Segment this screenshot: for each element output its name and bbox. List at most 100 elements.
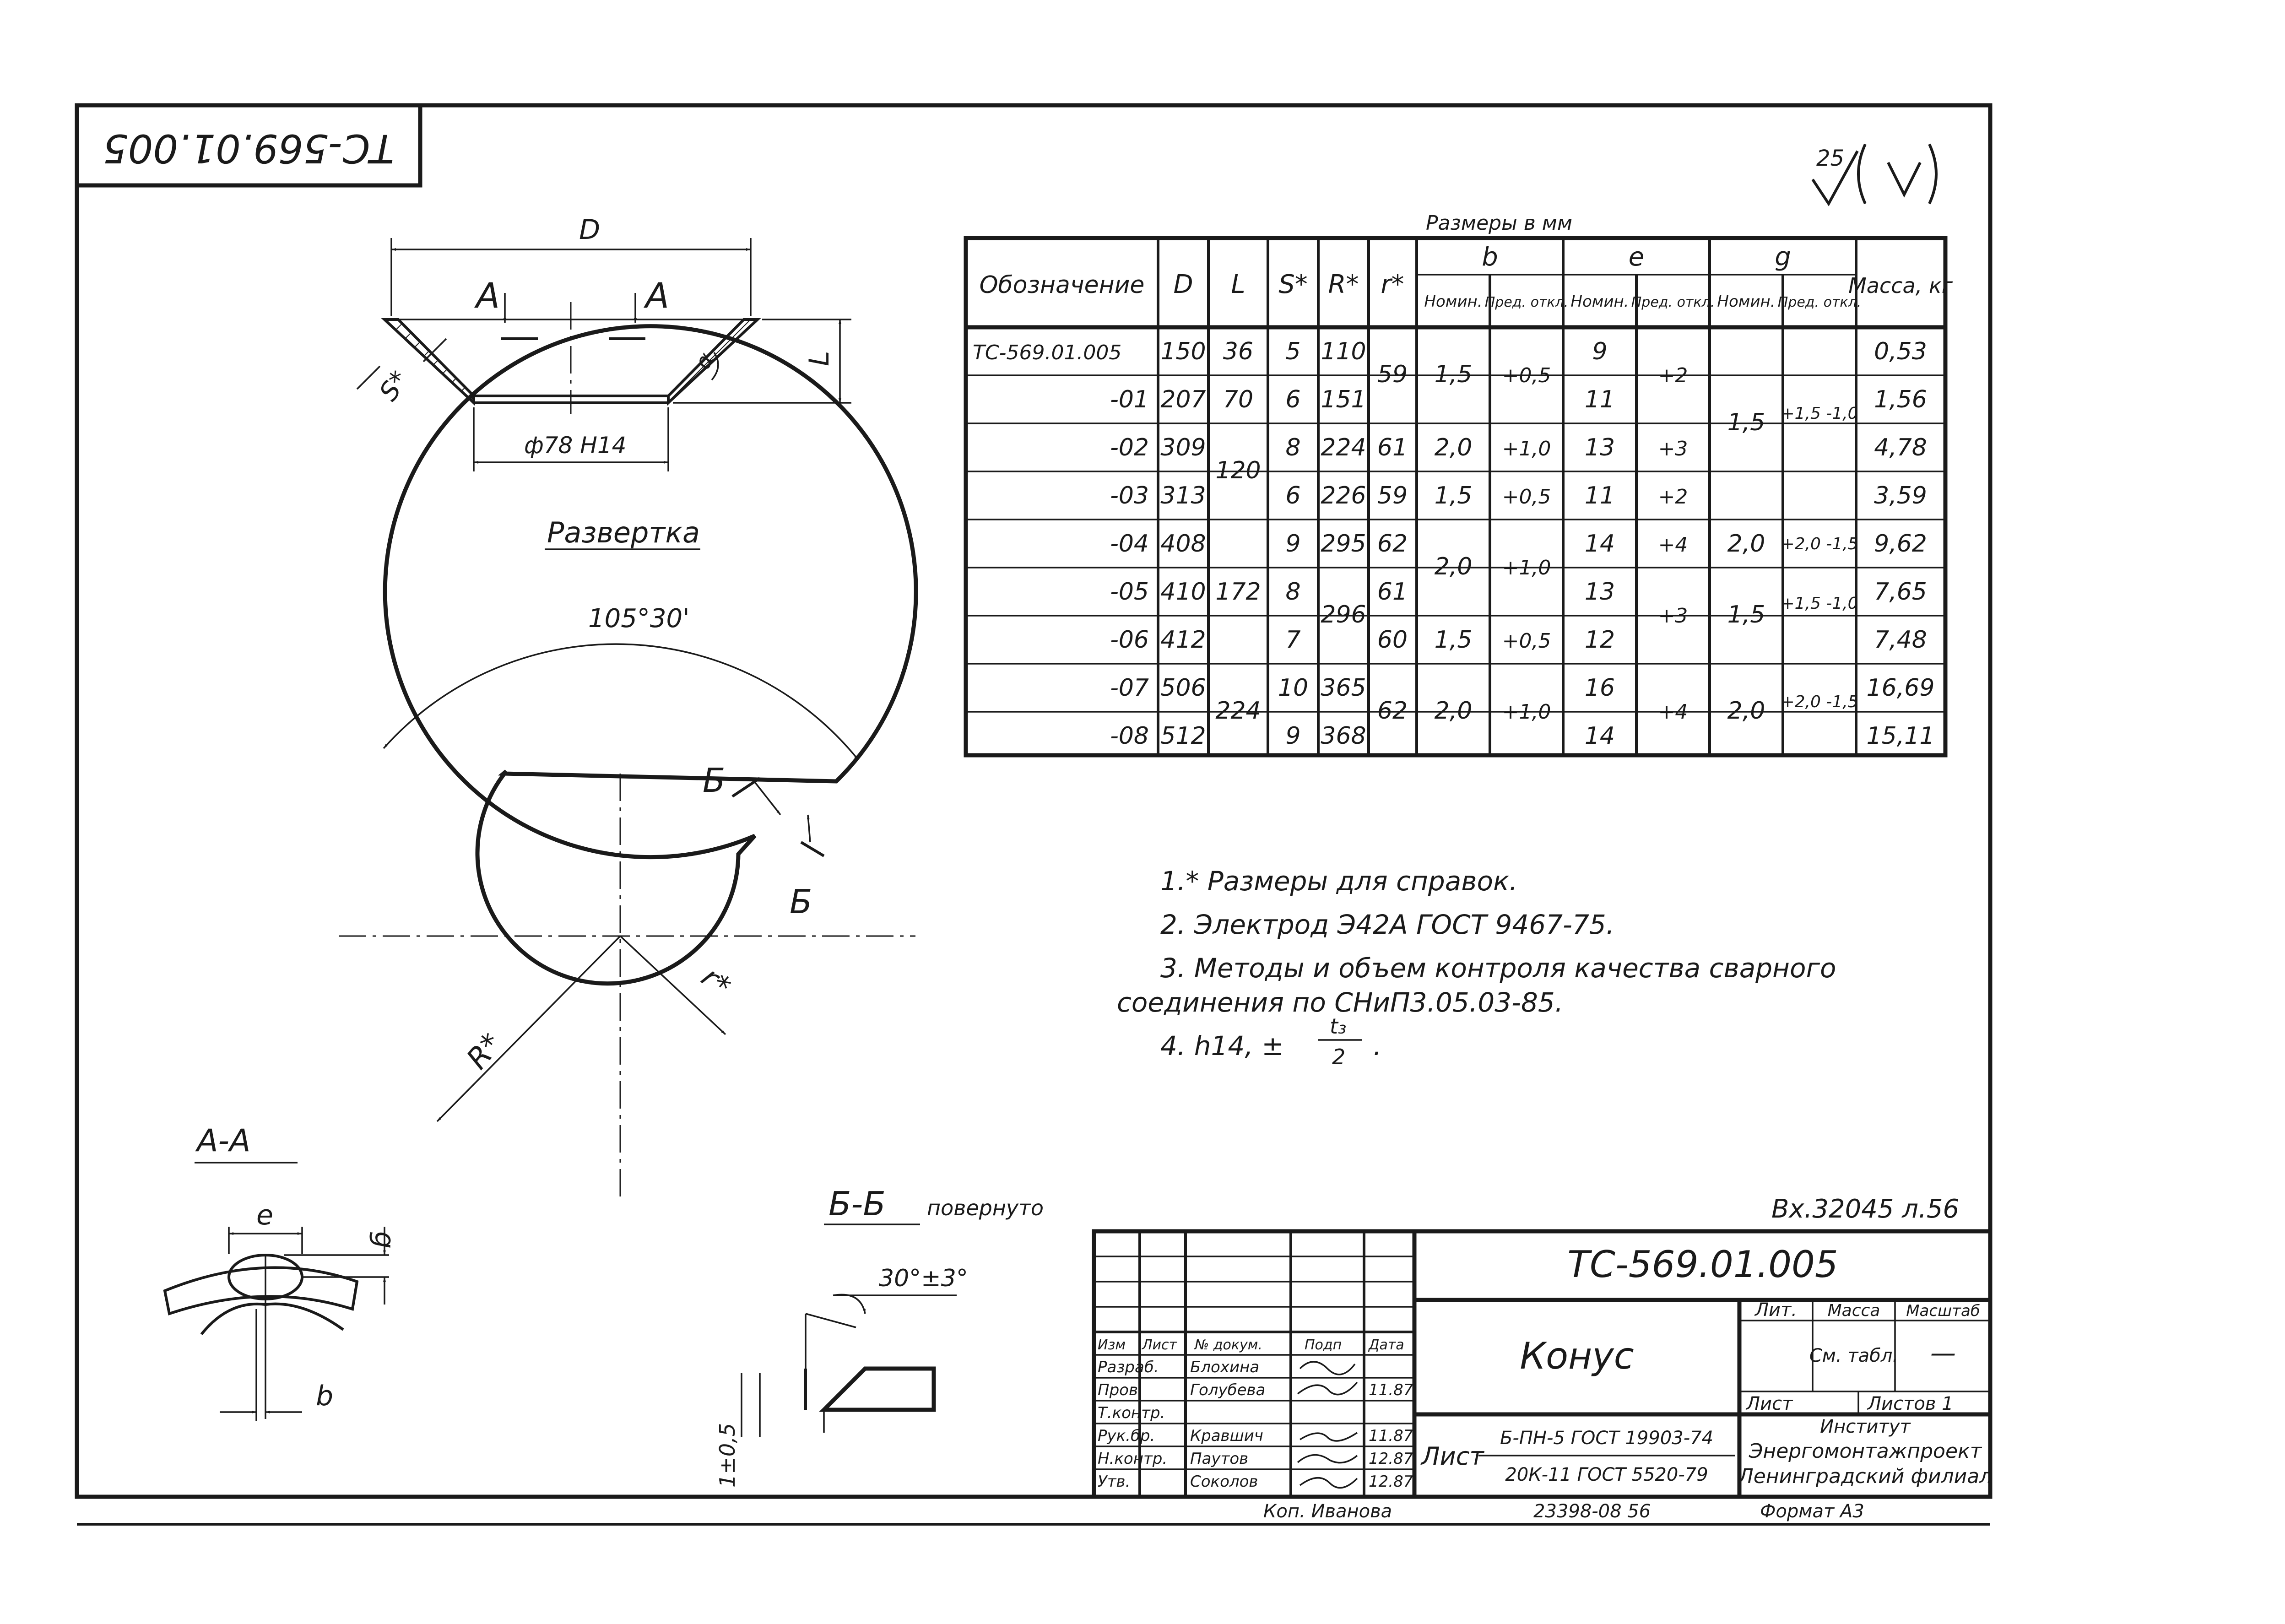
tb-name: Голубева <box>1190 1381 1265 1399</box>
row-s: 5 <box>1285 338 1300 365</box>
row-designation: -01 <box>1110 386 1149 413</box>
row-mass: 0,53 <box>1874 338 1927 365</box>
row-r-inner: 61 <box>1377 578 1408 606</box>
roughness-symbol: 25 <box>1811 143 1938 206</box>
row-mass: 4,78 <box>1874 434 1927 461</box>
row-d: 313 <box>1160 482 1206 509</box>
row-b-tol: +0,5 <box>1502 485 1551 509</box>
table-header-r-outer: R* <box>1328 270 1359 299</box>
title-block-material-bottom: 20К-11 ГОСТ 5520-79 <box>1505 1464 1708 1485</box>
dim-bore-label: ф78 H14 <box>524 432 627 459</box>
section-aa-b-label: b <box>316 1380 333 1412</box>
section-aa-g-label: g <box>368 1231 401 1249</box>
table-row: ТС-569.01.005 150 36 5 110 59 1,5 +0,5 9… <box>973 338 1927 436</box>
title-block-sheets: Листов 1 <box>1867 1393 1954 1414</box>
section-aa: А-А e g b <box>163 1123 401 1421</box>
row-s: 6 <box>1285 386 1300 413</box>
note-3a: 3. Методы и объем контроля качества свар… <box>1160 953 1836 984</box>
row-r-inner: 62 <box>1377 530 1408 558</box>
note-2: 2. Электрод Э42А ГОСТ 9467-75. <box>1160 909 1614 940</box>
table-header-r-inner: r* <box>1381 270 1404 299</box>
row-mass: 16,69 <box>1867 674 1935 702</box>
row-r-outer: 151 <box>1321 386 1366 413</box>
table-row: -01 207 70 6 151 11 1,56 <box>1110 386 1927 413</box>
row-designation: -07 <box>1110 674 1149 702</box>
title-block-org-1: Институт <box>1820 1416 1911 1437</box>
row-e-nom: 13 <box>1585 578 1615 606</box>
row-d: 410 <box>1160 578 1206 606</box>
note-4: 4. h14, ± <box>1160 1030 1284 1061</box>
title-block-mass-value: См. табл. <box>1809 1345 1898 1366</box>
table-row: -06 412 7 60 1,5 +0,5 12 7,48 <box>1110 626 1927 654</box>
table-header-b-tol: Пред. откл. <box>1485 294 1569 310</box>
row-mass: 7,48 <box>1874 626 1927 654</box>
row-b-nom: 1,5 <box>1435 361 1473 388</box>
section-bb-title: Б-Б <box>828 1185 886 1223</box>
table-row: -08 512 9 368 14 15,11 <box>1110 722 1934 750</box>
row-designation: -05 <box>1110 578 1149 606</box>
row-b-nom: 1,5 <box>1435 626 1473 654</box>
row-r-inner: 61 <box>1377 434 1408 461</box>
table-row: -04 408 172 9 295 62 2,0 +1,0 14 +4 2,0 … <box>1110 530 1927 606</box>
sheet-format: Формат А3 <box>1760 1501 1864 1522</box>
tb-date: 12.87 <box>1369 1450 1413 1468</box>
section-b-label-1: Б <box>703 761 725 800</box>
row-r-outer: 224 <box>1321 434 1366 461</box>
row-s: 6 <box>1285 482 1300 509</box>
table-row: -03 313 6 226 59 1,5 +0,5 11 +2 3,59 <box>1110 482 1927 509</box>
table-header-g: g <box>1775 242 1791 272</box>
tb-name: Соколов <box>1190 1472 1258 1491</box>
row-designation: -04 <box>1110 530 1149 558</box>
note-4-denominator: 2 <box>1332 1045 1345 1069</box>
row-e-tol: +2 <box>1658 364 1688 387</box>
tb-date: 11.87 <box>1369 1381 1413 1399</box>
section-aa-plate <box>163 1266 359 1315</box>
row-l: 224 <box>1215 697 1261 725</box>
row-s: 9 <box>1285 722 1300 750</box>
row-e-nom: 13 <box>1585 434 1615 461</box>
row-r-inner: 59 <box>1377 361 1408 388</box>
title-block-scale: Масштаб <box>1906 1302 1980 1320</box>
section-aa-title: А-А <box>195 1123 251 1159</box>
tb-name: Паутов <box>1190 1450 1248 1468</box>
tb-role: Н.контр. <box>1098 1450 1167 1468</box>
table-header-l: L <box>1231 270 1245 299</box>
row-r-outer: 110 <box>1321 338 1366 365</box>
row-b-nom: 1,5 <box>1435 482 1473 509</box>
tb-name: Блохина <box>1190 1358 1259 1376</box>
development-r-inner-label: r* <box>695 961 737 1004</box>
row-designation: ТС-569.01.005 <box>973 341 1121 364</box>
title-block-sheet: Лист <box>1745 1393 1793 1414</box>
inventory-stamp: Вх.32045 л.56 <box>1771 1194 1959 1224</box>
row-d: 207 <box>1160 386 1206 413</box>
row-e-nom: 11 <box>1585 482 1615 509</box>
row-g-tol: +1,5 -1,0 <box>1781 404 1858 423</box>
tb-date: 11.87 <box>1369 1427 1413 1445</box>
table-header-b-nom: Номин. <box>1424 292 1482 311</box>
table-header-mass: Масса, кг <box>1848 273 1953 298</box>
row-r-outer: 226 <box>1321 482 1366 509</box>
row-s: 9 <box>1285 530 1300 558</box>
development-outline <box>383 324 918 986</box>
row-b-nom: 2,0 <box>1435 553 1473 580</box>
row-l: 36 <box>1223 338 1253 365</box>
row-d: 408 <box>1160 530 1206 558</box>
row-b-tol: +0,5 <box>1502 629 1551 653</box>
row-d: 309 <box>1160 434 1206 461</box>
row-r-outer: 296 <box>1321 601 1366 628</box>
note-1: 1.* Размеры для справок. <box>1160 866 1517 897</box>
row-mass: 3,59 <box>1874 482 1927 509</box>
tb-col-date: Дата <box>1368 1337 1404 1353</box>
title-block-material-top: Б-ПН-5 ГОСТ 19903-74 <box>1500 1428 1713 1449</box>
table-row: -07 506 224 10 365 62 2,0 +1,0 16 +4 2,0… <box>1110 674 1934 725</box>
row-e-nom: 14 <box>1585 530 1615 558</box>
row-s: 8 <box>1285 578 1300 606</box>
dim-s-label: S* <box>374 366 415 406</box>
row-g-tol: +2,0 -1,5 <box>1781 535 1858 553</box>
row-e-nom: 9 <box>1592 338 1607 365</box>
development-angle-label: 105°30' <box>588 604 690 633</box>
section-a-left: А <box>474 275 500 316</box>
cone-view: А А D L S* α ф78 H14 <box>356 214 851 471</box>
row-g-nom: 2,0 <box>1727 697 1765 725</box>
